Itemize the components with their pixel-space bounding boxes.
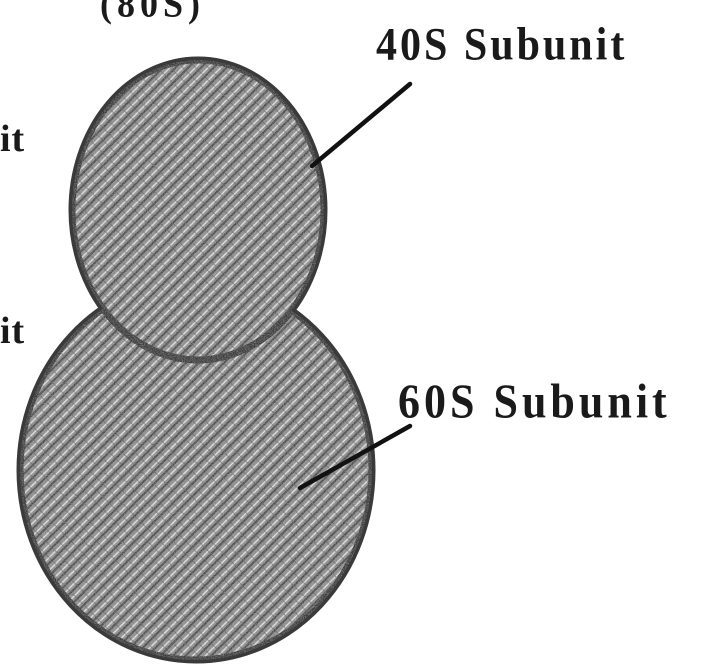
leader-line-40s — [312, 84, 410, 166]
small-subunit-label: 40S Subunit — [376, 22, 627, 68]
large-subunit-label: 60S Subunit — [398, 378, 671, 426]
left-label-fragment-upper: it — [0, 120, 25, 158]
left-label-fragment-lower: it — [0, 312, 25, 350]
ribosome-label-80s: (80S) — [100, 0, 205, 23]
